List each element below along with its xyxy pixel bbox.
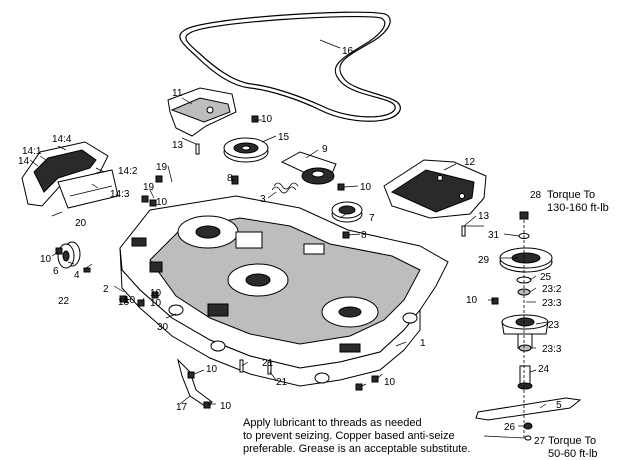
leader-lines: [29, 39, 549, 439]
callout-8a: 8: [227, 173, 233, 184]
callout-10k: 10: [466, 295, 478, 306]
callout-labels: 1 2 3 4 5 6 7 8 8 9 10 10 10 10 10 10 10…: [18, 46, 562, 447]
callout-15: 15: [278, 132, 290, 143]
callout-9: 9: [322, 144, 328, 155]
callout-19b: 19: [143, 182, 155, 193]
callout-28: 28: [530, 190, 542, 201]
callout-22: 22: [58, 296, 70, 307]
pulley-7: [331, 201, 363, 223]
gauge-wheel: [57, 241, 81, 269]
callout-8b: 8: [361, 230, 367, 241]
callout-26: 26: [504, 422, 516, 433]
callout-4: 4: [74, 270, 80, 281]
callout-23: 23: [548, 320, 560, 331]
callout-2: 2: [103, 284, 109, 295]
callout-3: 3: [260, 194, 266, 205]
callout-10a: 10: [261, 114, 273, 125]
callout-14-4: 14:4: [52, 134, 72, 145]
callout-16: 16: [342, 46, 354, 57]
hardware: [55, 115, 466, 409]
callout-10e: 10: [124, 295, 136, 306]
callout-10f: 10: [150, 298, 162, 309]
torque-spec-bottom: Torque To 50-60 ft-lb: [548, 435, 598, 460]
spindle-stack: [475, 211, 582, 441]
callout-14-2: 14:2: [118, 166, 138, 177]
note-line2: to prevent seizing. Copper based anti-se…: [243, 430, 455, 442]
callout-11: 11: [172, 88, 183, 99]
callout-23-3b: 23:3: [542, 344, 562, 355]
callout-5: 5: [556, 400, 562, 411]
callout-7: 7: [369, 213, 375, 224]
callout-24: 24: [538, 364, 550, 375]
callout-10i: 10: [220, 401, 232, 412]
callout-14-3: 14:3: [110, 189, 130, 200]
callout-10g: 10: [150, 288, 162, 299]
callout-21b: 21: [276, 377, 288, 388]
spring: [271, 182, 299, 194]
callout-1: 1: [420, 338, 426, 349]
note-line3: preferable. Grease is an acceptable subs…: [243, 443, 470, 455]
idler-arm: [280, 151, 337, 185]
lubrication-note: Apply lubricant to threads as needed to …: [243, 417, 470, 455]
callout-23-3a: 23:3: [542, 298, 562, 309]
callout-19a: 19: [156, 162, 168, 173]
callout-21a: 21: [262, 358, 274, 369]
belt: [179, 11, 401, 122]
callout-6: 6: [53, 266, 59, 277]
callout-27: 27: [534, 436, 546, 447]
callout-10d: 10: [40, 254, 52, 265]
callout-31: 31: [488, 230, 500, 241]
torque-bottom-line1: Torque To: [548, 435, 596, 447]
callout-10h: 10: [206, 364, 218, 375]
callout-25: 25: [540, 272, 552, 283]
callout-17: 17: [176, 402, 188, 413]
torque-bottom-line2: 50-60 ft-lb: [548, 448, 598, 460]
torque-top-line1: Torque To: [547, 189, 595, 201]
mower-deck: [119, 195, 449, 387]
callout-23-2: 23:2: [542, 284, 562, 295]
callout-10b: 10: [360, 182, 372, 193]
callout-14: 14: [18, 156, 30, 167]
callout-13b: 13: [478, 211, 490, 222]
torque-spec-top: Torque To 130-160 ft-lb: [547, 189, 609, 214]
callout-30: 30: [157, 322, 169, 333]
callout-20: 20: [75, 218, 87, 229]
callout-10j: 10: [384, 377, 396, 388]
torque-top-line2: 130-160 ft-lb: [547, 202, 609, 214]
callout-29: 29: [478, 255, 490, 266]
callout-18: 18: [118, 297, 130, 308]
callout-13a: 13: [172, 140, 184, 151]
callout-10c: 10: [156, 197, 168, 208]
pulley-15: [223, 137, 269, 163]
callout-12: 12: [464, 157, 476, 168]
callout-14-1: 14:1: [22, 146, 42, 157]
belt-cover-12: [383, 159, 487, 219]
note-line1: Apply lubricant to threads as needed: [243, 417, 422, 429]
